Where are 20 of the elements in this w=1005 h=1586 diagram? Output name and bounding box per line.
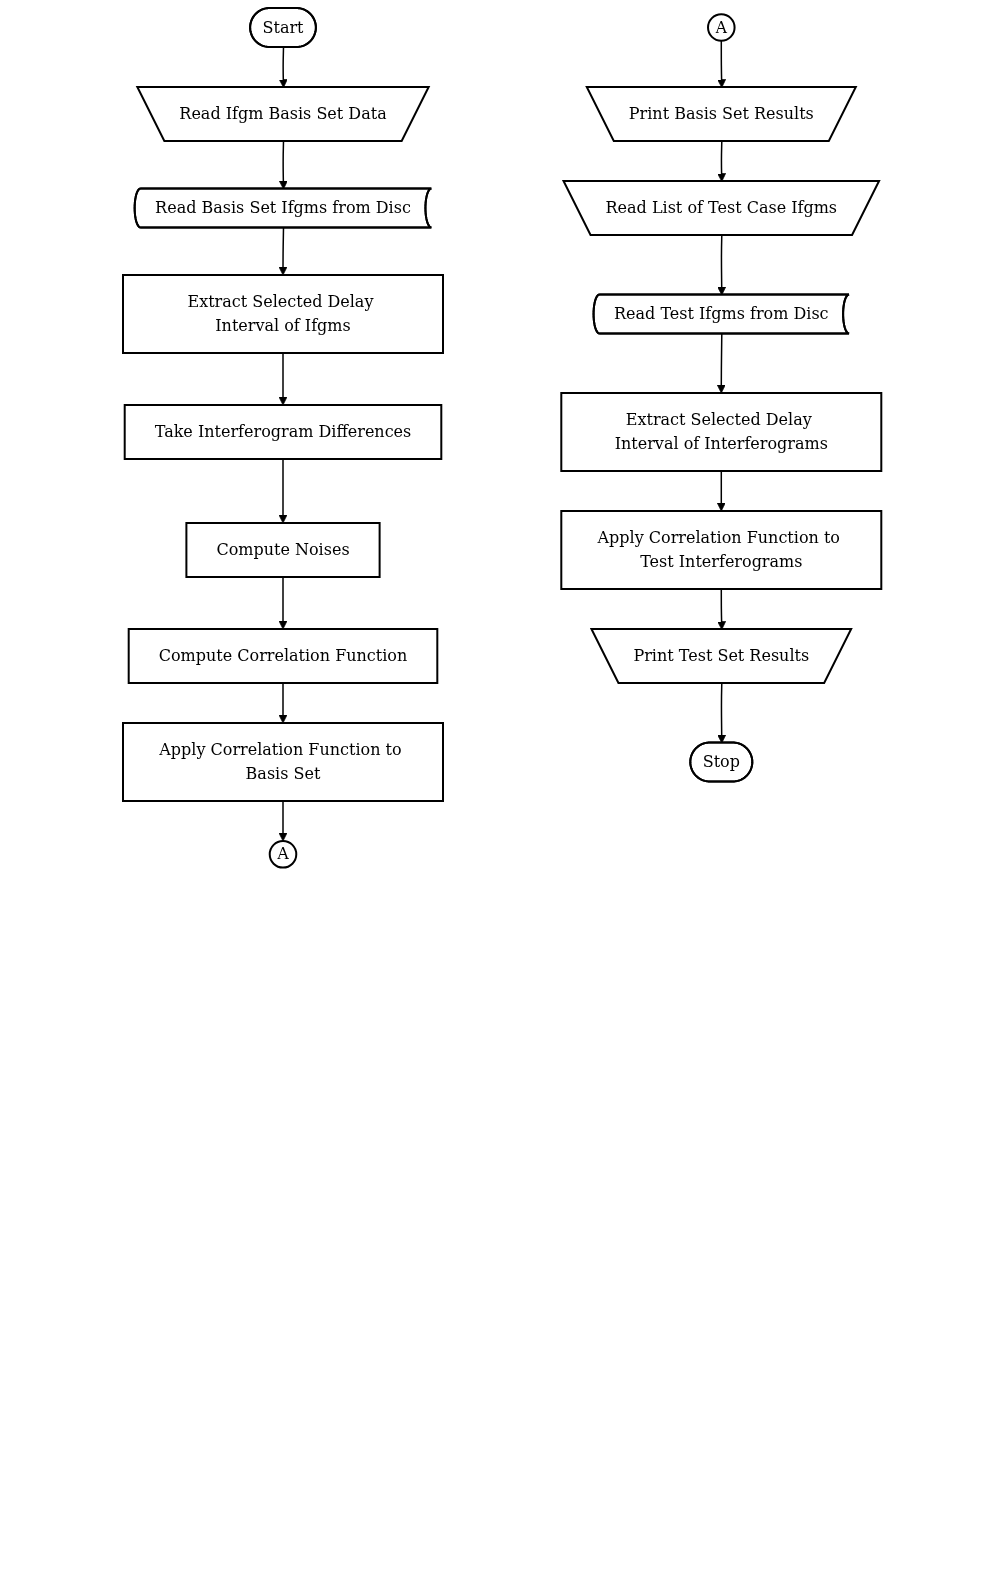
node-box: Take Interferogram Differences: [124, 404, 443, 460]
arrow: [717, 470, 727, 512]
arrow: [278, 800, 288, 842]
arrow: [278, 682, 288, 724]
node-box: Compute Noises: [185, 522, 381, 578]
node-box: Apply Correlation Function to Test Interferograms: [560, 510, 883, 590]
arrow: [278, 227, 288, 276]
arrow: [717, 40, 727, 88]
arrow: [278, 458, 288, 524]
arrow: [278, 352, 288, 406]
node-box: Compute Correlation Function: [128, 628, 439, 684]
node-box: Apply Correlation Function to Basis Set: [122, 722, 445, 802]
arrow: [717, 333, 727, 394]
arrow: [717, 588, 727, 630]
node-box: Extract Selected Delay Interval of Ifgms: [122, 274, 445, 354]
arrow: [279, 46, 289, 88]
arrow: [278, 576, 288, 630]
node-circle: A: [269, 840, 298, 869]
node-circle: A: [707, 13, 736, 42]
node-box: Extract Selected Delay Interval of Interferograms: [560, 392, 883, 472]
